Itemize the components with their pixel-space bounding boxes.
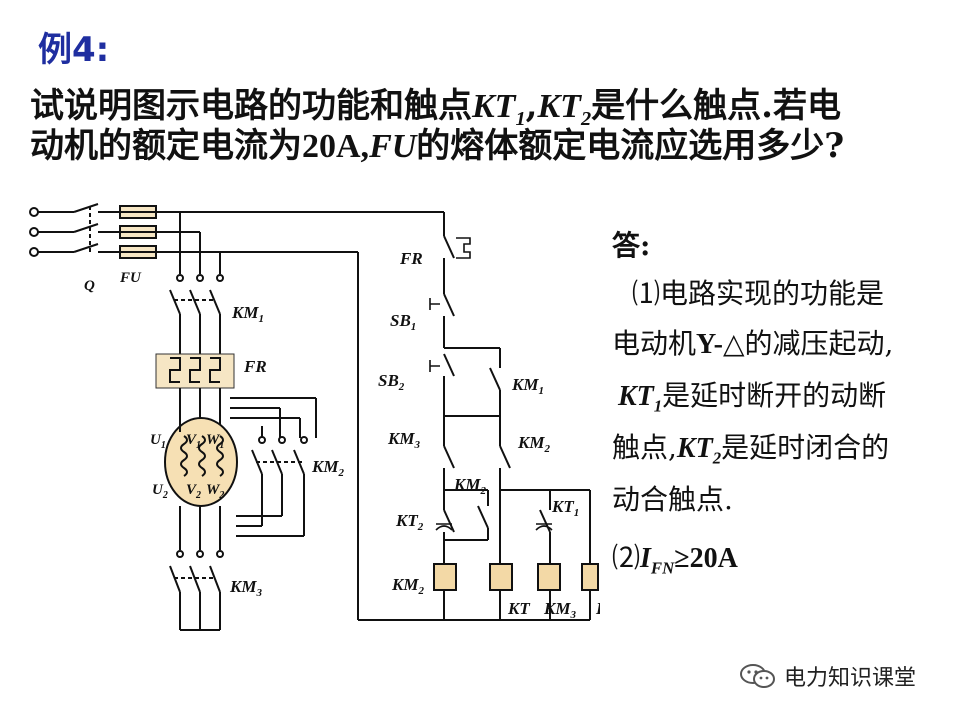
answer-line-6: ⑵IFN≥20A	[612, 541, 738, 578]
label-km2: KM2	[311, 457, 344, 479]
answer-head: 答:	[612, 229, 651, 262]
km3-star-contacts	[169, 550, 224, 631]
label-sb2: SB2	[378, 371, 405, 393]
answer-line-3: KT1是延时断开的动断	[618, 379, 887, 416]
fr-heater	[155, 353, 235, 389]
label-fu: FU	[119, 270, 142, 286]
label-w1: W1	[206, 432, 224, 451]
label-w2: W2	[206, 482, 224, 501]
coil-km1	[581, 563, 599, 591]
label-v1: V1	[186, 432, 201, 451]
coil-kt	[489, 563, 513, 591]
label-control-km3: KM3	[387, 429, 420, 451]
q-mark: ?	[824, 126, 845, 166]
q-text: 是什么触点.	[591, 86, 773, 126]
circuit-diagram: Q FU KM1 FR U1 V1 W1 U2 V2 W2 KM2 KM3 FR…	[29, 203, 600, 631]
label-km1: KM1	[231, 303, 264, 325]
example-prefix: 例	[38, 30, 72, 70]
label-fr: FR	[243, 357, 267, 376]
example-number: 4:	[72, 30, 110, 70]
control-circuit	[357, 212, 599, 621]
watermark-text: 电力知识课堂	[784, 666, 917, 691]
example-label: 例4:	[38, 22, 109, 71]
motor	[164, 417, 238, 507]
q-fu: FU	[369, 128, 417, 165]
input-terminals	[29, 207, 74, 257]
label-km3: KM3	[229, 577, 262, 599]
answer-line-2: 电动机Y-△的减压起动,	[612, 327, 894, 360]
q-comma: ,	[525, 86, 538, 126]
label-kt1: KT1	[551, 497, 579, 519]
label-control-km2-nc: KM2	[517, 433, 550, 455]
km2-delta-contacts	[179, 397, 317, 537]
fuse-fu	[118, 205, 158, 259]
answer-line-4: 触点,KT2是延时闭合的	[612, 431, 890, 468]
q-kt2: KT2	[537, 88, 592, 130]
q-text: 若电	[773, 86, 841, 126]
answer-line-5: 动合触点.	[612, 483, 733, 516]
label-q: Q	[84, 278, 95, 294]
label-u1: U1	[150, 432, 166, 451]
label-coil-km2: KM2	[391, 575, 424, 597]
label-coil-km3: KM3	[543, 599, 576, 621]
question-line-1: 试说明图示电路的功能和触点KT1,KT2是什么触点.若电	[30, 78, 841, 131]
question-line-2: 动机的额定电流为20A,FU的熔体额定电流应选用多少?	[30, 118, 844, 167]
label-control-km1: KM1	[511, 375, 544, 397]
q-text: 的熔体额定电流应选用多少	[416, 126, 825, 166]
q-switch	[73, 203, 118, 253]
coil-km3	[537, 563, 561, 591]
label-coil-km1: KM1	[595, 599, 600, 621]
q-text: 试说明图示电路的功能和触点	[30, 86, 472, 126]
label-control-km2-no: KM2	[453, 475, 486, 497]
label-u2: U2	[152, 482, 168, 501]
q-kt1: KT1	[472, 88, 526, 130]
answer-line-1: ⑴电路实现的功能是	[632, 277, 885, 310]
coil-km2	[433, 563, 457, 591]
label-control-fr: FR	[399, 249, 423, 268]
km1-main-contacts	[169, 274, 224, 358]
label-v2: V2	[186, 482, 201, 501]
q-text: 动机的额定电流为	[30, 126, 302, 166]
label-coil-kt: KT	[507, 599, 530, 618]
label-kt2: KT2	[395, 511, 424, 533]
q-value: 20A,	[302, 128, 370, 165]
wechat-icon	[740, 664, 775, 688]
label-sb1: SB1	[390, 311, 416, 333]
